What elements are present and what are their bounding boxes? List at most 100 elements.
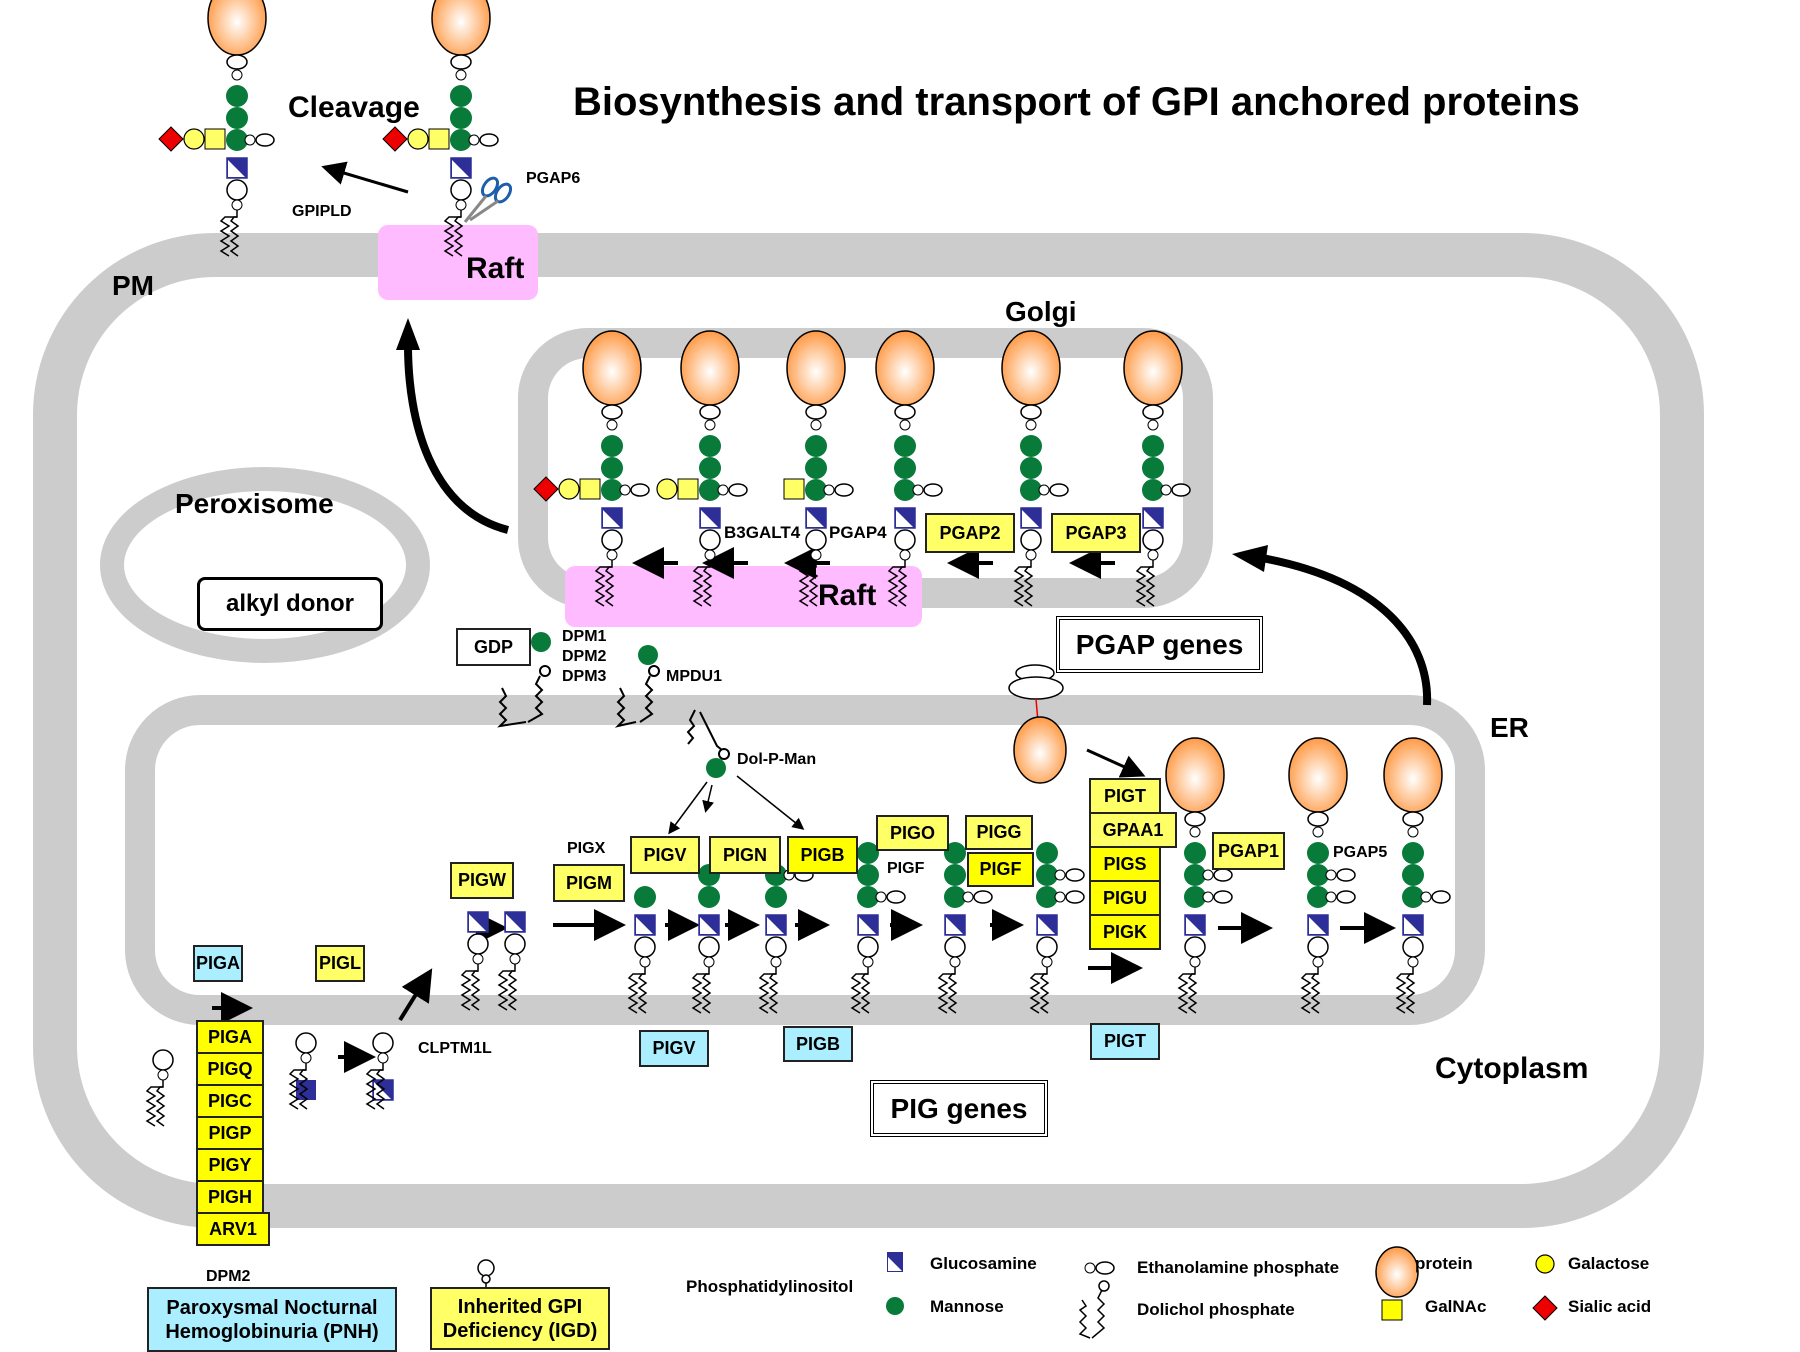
label-cleavage: Cleavage bbox=[288, 91, 420, 124]
lipid-tail bbox=[887, 560, 906, 607]
galactose bbox=[558, 478, 580, 500]
lipid-tail bbox=[155, 1086, 166, 1127]
lipid-tail bbox=[497, 964, 516, 1011]
glucosamine-half bbox=[859, 917, 876, 934]
phosphate bbox=[823, 484, 835, 496]
page-title: Biosynthesis and transport of GPI anchor… bbox=[573, 80, 1580, 124]
protein bbox=[431, 0, 491, 56]
label-gpipld: GPIPLD bbox=[292, 203, 352, 220]
lipid-tail bbox=[702, 566, 713, 607]
complex-pigk: PIGK bbox=[1089, 914, 1161, 950]
lipid-tail bbox=[1013, 560, 1032, 607]
phosphate bbox=[1312, 956, 1324, 968]
inositol bbox=[699, 529, 721, 551]
inositol bbox=[226, 179, 248, 201]
lipid-tail bbox=[1395, 967, 1414, 1014]
ethanolamine bbox=[923, 483, 943, 497]
glucosamine-half bbox=[896, 510, 913, 527]
mannose bbox=[1036, 842, 1058, 864]
mannose bbox=[699, 479, 721, 501]
ethanolamine bbox=[450, 54, 472, 70]
phosphate bbox=[810, 549, 822, 561]
phosphate bbox=[377, 1052, 389, 1064]
pnh-pigt: PIGT bbox=[1090, 1023, 1160, 1060]
ethanolamine bbox=[1065, 890, 1085, 904]
legend-mannose: Mannose bbox=[930, 1297, 1004, 1316]
mannose bbox=[944, 886, 966, 908]
label-raft-golgi: Raft bbox=[818, 579, 877, 612]
glucosamine-half bbox=[228, 160, 245, 177]
galactose bbox=[407, 128, 429, 150]
mannose bbox=[1142, 435, 1164, 457]
mannose bbox=[601, 457, 623, 479]
phosphate bbox=[1147, 419, 1159, 431]
label-dpm3: DPM3 bbox=[562, 668, 607, 685]
scissors-icon bbox=[463, 176, 513, 223]
mannose bbox=[1402, 864, 1424, 886]
mannose bbox=[450, 107, 472, 129]
protein bbox=[1383, 737, 1443, 813]
ribosome-icon bbox=[1008, 664, 1064, 723]
legend-pnh-box: Paroxysmal Nocturnal Hemoglobinuria (PNH… bbox=[147, 1287, 397, 1352]
pnh-pigb: PIGB bbox=[783, 1026, 853, 1062]
legend-igd-line2: Deficiency (IGD) bbox=[442, 1319, 598, 1342]
er-pathway-arrows bbox=[212, 909, 1396, 1073]
mannose bbox=[1402, 842, 1424, 864]
mannose bbox=[698, 886, 720, 908]
glucosamine-half bbox=[767, 917, 784, 934]
protein bbox=[207, 0, 267, 56]
enzyme-pgap3: PGAP3 bbox=[1051, 513, 1141, 553]
phosphate bbox=[703, 956, 715, 968]
ethanolamine bbox=[1213, 890, 1233, 904]
lipid-tail bbox=[219, 210, 238, 257]
mannose bbox=[1036, 864, 1058, 886]
mannose bbox=[1184, 842, 1206, 864]
phosphate bbox=[899, 419, 911, 431]
inositol bbox=[1142, 529, 1164, 551]
mannose bbox=[765, 886, 787, 908]
mannose bbox=[699, 457, 721, 479]
lipid-tail bbox=[691, 967, 710, 1014]
phosphate bbox=[455, 69, 467, 81]
phosphate bbox=[1407, 826, 1419, 838]
lipid-tail bbox=[375, 1069, 386, 1110]
glucosamine-half bbox=[1144, 510, 1161, 527]
ethanolamine bbox=[255, 133, 275, 147]
legend-phosphatidylinositol: Phosphatidylinositol bbox=[686, 1277, 854, 1296]
complex-arv1: ARV1 bbox=[196, 1212, 270, 1246]
inositol bbox=[1402, 936, 1424, 958]
enzyme-pigv: PIGV bbox=[630, 836, 700, 874]
phosphate bbox=[862, 956, 874, 968]
protein bbox=[1123, 330, 1183, 406]
transamidase-complex: PIGT GPAA1 PIGS PIGU PIGK bbox=[1089, 778, 1179, 950]
complex-piga: PIGA bbox=[196, 1020, 264, 1054]
mannose bbox=[634, 886, 656, 908]
phosphate bbox=[1202, 891, 1214, 903]
enzyme-pigm: PIGM bbox=[553, 864, 625, 902]
golgi-to-pm-arrowhead bbox=[396, 318, 420, 350]
mannose-dolp bbox=[638, 645, 658, 665]
legend-mannose-icon bbox=[886, 1297, 904, 1315]
lipid-tail bbox=[768, 973, 779, 1014]
ethanolamine bbox=[805, 404, 827, 420]
ethanolamine bbox=[1065, 868, 1085, 882]
phosphate bbox=[1041, 956, 1053, 968]
phosphate bbox=[1325, 891, 1337, 903]
phosphate bbox=[231, 199, 243, 211]
pnh-pigv: PIGV bbox=[639, 1030, 709, 1067]
inositol bbox=[857, 936, 879, 958]
ethanolamine bbox=[894, 404, 916, 420]
raft-pm bbox=[378, 225, 538, 300]
enzyme-pigo: PIGO bbox=[876, 815, 949, 851]
label-golgi: Golgi bbox=[1005, 296, 1077, 327]
legend-sialic-acid: Sialic acid bbox=[1568, 1297, 1652, 1316]
legend-igd-box: Inherited GPI Deficiency (IGD) bbox=[430, 1287, 610, 1350]
phosphate bbox=[1325, 869, 1337, 881]
lipid-tail bbox=[594, 560, 613, 607]
pgap-genes-box: PGAP genes bbox=[1056, 616, 1263, 673]
inositol bbox=[467, 933, 489, 955]
dolichol-phosphate-1 bbox=[497, 665, 551, 728]
inositol bbox=[1020, 529, 1042, 551]
phosphate bbox=[1312, 826, 1324, 838]
